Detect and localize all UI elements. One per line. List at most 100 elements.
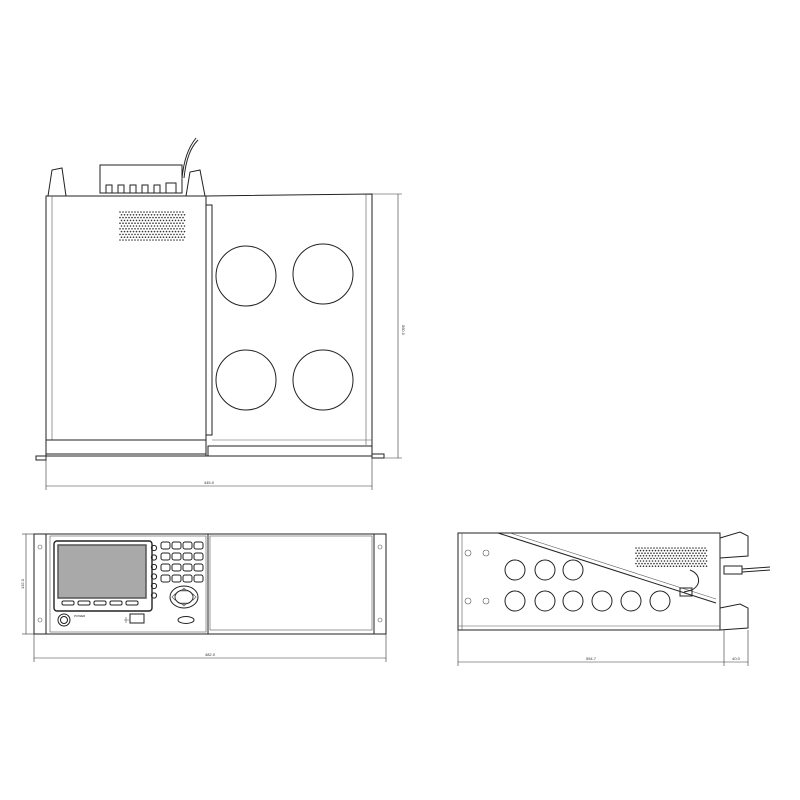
vent-hole <box>164 228 166 230</box>
vent-hole <box>141 230 144 233</box>
vent-hole <box>183 214 186 216</box>
keypad-key <box>193 563 204 572</box>
vent-hole <box>155 222 157 224</box>
vent-hole <box>141 219 144 222</box>
vent-hole <box>662 557 664 560</box>
vent-hole <box>155 211 157 213</box>
vent-hole <box>689 557 691 560</box>
vent-hole <box>162 230 165 233</box>
vent-hole <box>128 211 130 213</box>
vent-hole <box>180 219 183 222</box>
vent-hole <box>672 549 675 552</box>
vent-hole <box>161 222 163 224</box>
vent-hole <box>162 214 165 216</box>
side-key <box>150 582 158 590</box>
vent-hole <box>635 557 637 560</box>
vent-hole <box>659 547 661 549</box>
vent-hole <box>705 560 708 562</box>
vent-hole <box>651 555 654 557</box>
vent-hole <box>177 219 180 222</box>
vent-hole <box>161 228 163 230</box>
vent-hole <box>647 562 649 565</box>
vent-hole <box>131 233 133 236</box>
vent-hole <box>158 222 160 224</box>
vent-hole <box>159 236 162 238</box>
vent-hole <box>674 547 676 549</box>
vent-hole <box>162 225 165 227</box>
vent-hole <box>686 557 688 560</box>
rear-handle-lower <box>719 603 749 631</box>
top-vent-grid <box>119 211 186 241</box>
vent-hole <box>155 216 157 219</box>
vent-hole <box>177 236 180 238</box>
vent-hole <box>678 549 681 552</box>
keypad-key <box>171 563 182 572</box>
vent-hole <box>176 228 178 230</box>
vent-hole <box>690 560 693 562</box>
vent-hole <box>137 228 139 230</box>
vent-hole <box>675 555 678 557</box>
vent-hole <box>686 547 688 549</box>
vent-hole <box>182 222 184 224</box>
vent-hole <box>135 214 138 216</box>
vent-hole <box>119 211 121 213</box>
rear-depth-dimension-label: 40.0 <box>732 656 741 661</box>
vent-hole <box>672 555 675 557</box>
vent-hole <box>132 225 135 227</box>
vent-hole <box>698 547 700 549</box>
vent-hole <box>690 555 693 557</box>
vent-hole <box>137 216 139 219</box>
rack-ear-left <box>35 455 47 461</box>
vent-hole <box>158 211 160 213</box>
vent-hole <box>156 225 159 227</box>
vent-hole <box>128 216 130 219</box>
vent-hole <box>138 214 141 216</box>
vent-hole <box>657 560 660 562</box>
vent-hole <box>674 557 676 560</box>
vent-hole <box>131 228 133 230</box>
vent-hole <box>131 216 133 219</box>
vent-hole <box>674 562 676 565</box>
vent-hole <box>174 236 177 238</box>
vent-hole <box>126 219 129 222</box>
vent-hole <box>671 552 673 554</box>
vent-hole <box>120 219 123 222</box>
height-dimension-label: 132.0 <box>20 578 25 589</box>
vent-hole <box>176 211 178 213</box>
vent-hole <box>657 549 660 552</box>
vent-hole <box>669 555 672 557</box>
vent-hole <box>155 239 157 241</box>
rotary-knob <box>169 585 199 609</box>
keypad-key <box>193 552 204 561</box>
vent-hole <box>680 552 682 554</box>
side-view: 554.7 40.0 <box>457 531 771 666</box>
vent-hole <box>638 557 640 560</box>
vent-hole <box>120 214 123 216</box>
vent-hole <box>656 552 658 554</box>
rack-ear-right <box>371 453 385 459</box>
vent-hole <box>159 225 162 227</box>
vent-hole <box>126 236 129 238</box>
vent-hole <box>119 233 121 236</box>
vent-hole <box>647 552 649 554</box>
vent-hole <box>125 239 127 241</box>
vent-hole <box>149 222 151 224</box>
vent-hole <box>129 225 132 227</box>
vent-hole <box>138 225 141 227</box>
vent-hole <box>125 222 127 224</box>
vent-hole <box>654 560 657 562</box>
vent-hole <box>161 239 163 241</box>
vent-hole <box>683 552 685 554</box>
vent-hole <box>693 565 696 567</box>
vent-hole <box>150 214 153 216</box>
vent-hole <box>677 552 679 554</box>
vent-hole <box>138 219 141 222</box>
keypad-key <box>160 552 171 561</box>
vent-hole <box>660 560 663 562</box>
vent-hole <box>645 560 648 562</box>
vent-hole <box>135 236 138 238</box>
vent-hole <box>636 565 639 567</box>
vent-hole <box>647 547 649 549</box>
vent-hole <box>657 555 660 557</box>
